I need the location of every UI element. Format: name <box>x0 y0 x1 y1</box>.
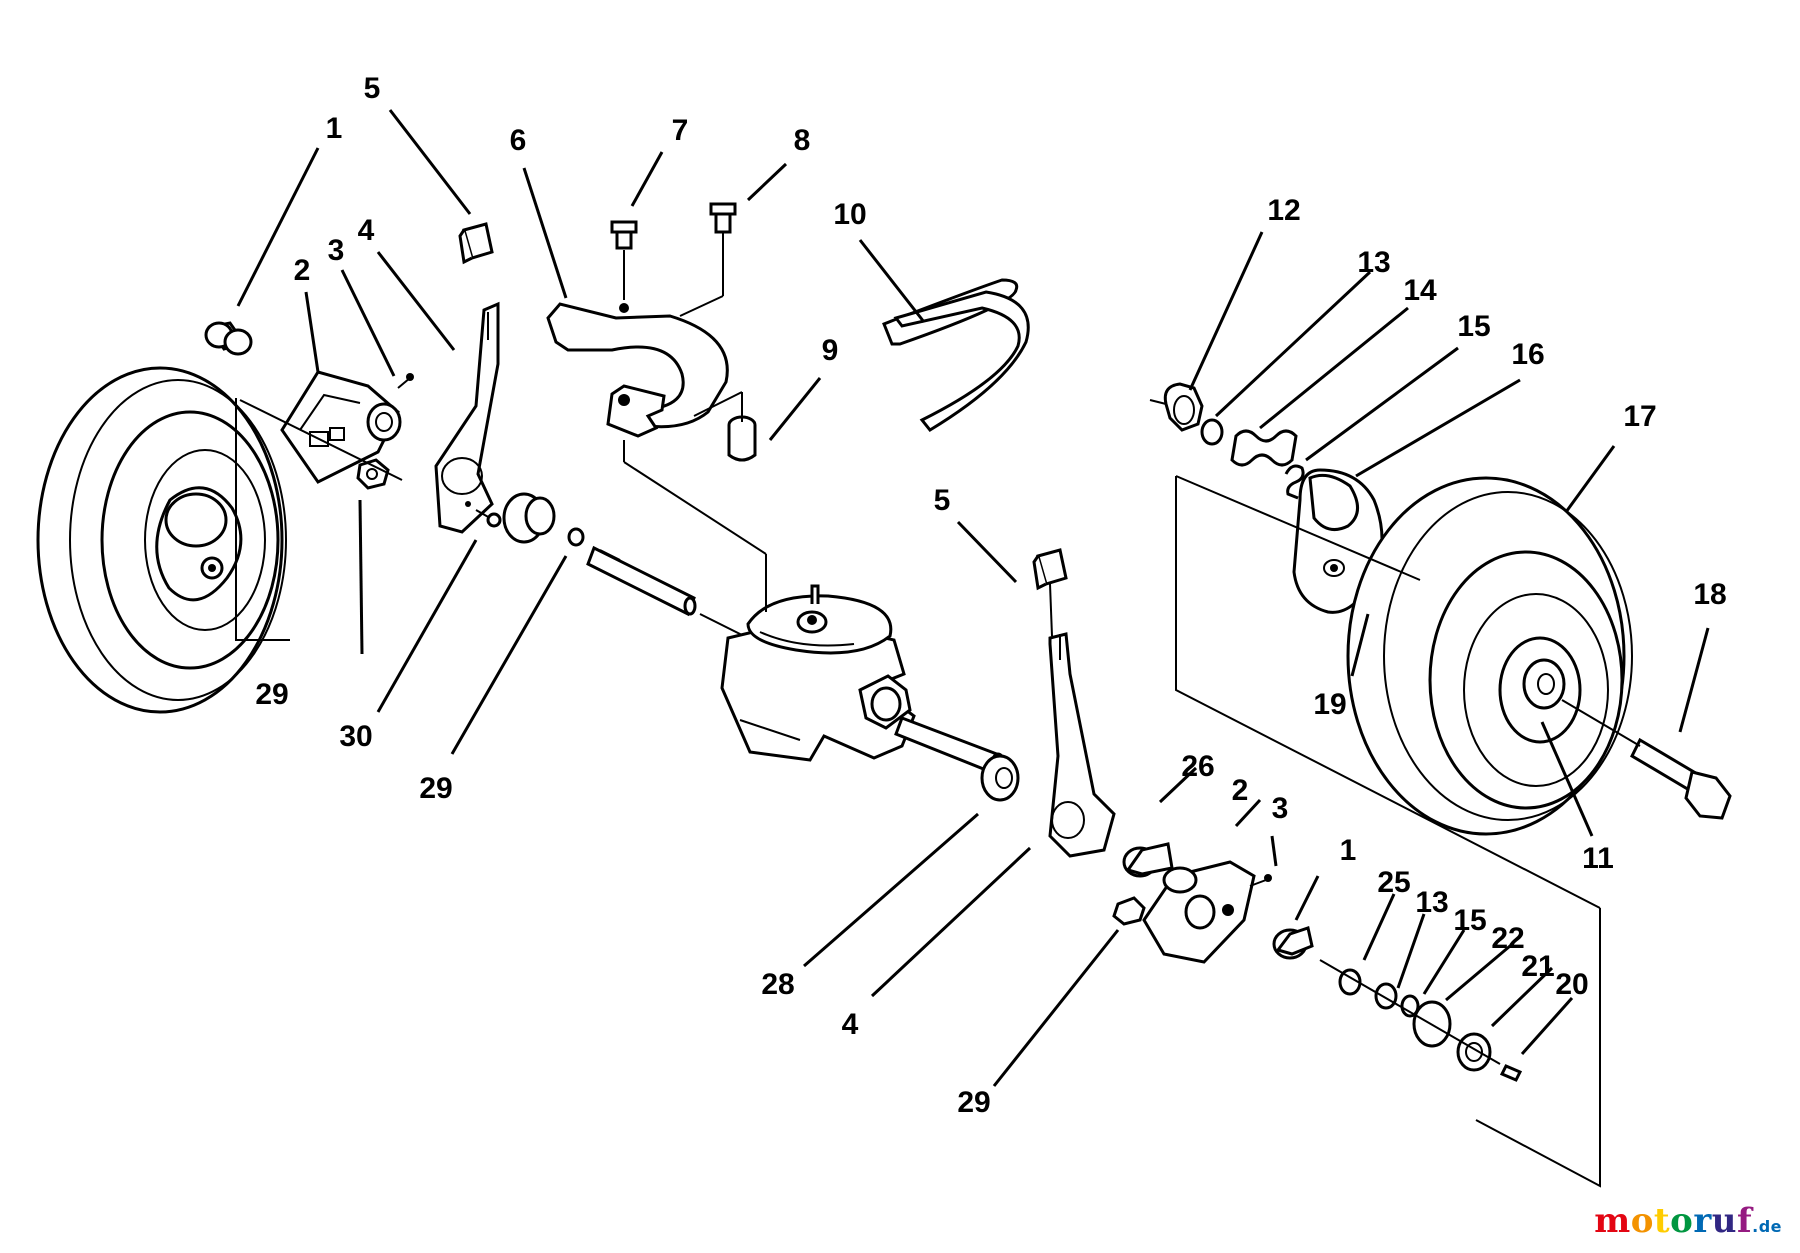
cover-screw-7 <box>610 220 638 300</box>
left-spacer <box>502 492 585 547</box>
callout-12: 12 <box>1267 194 1300 227</box>
callout-8: 8 <box>794 124 811 157</box>
left-handle-cap <box>458 222 494 265</box>
callout-28: 28 <box>761 968 794 1001</box>
left-bracket-screw <box>397 373 414 389</box>
right-bushing-1 <box>1272 926 1314 960</box>
right-height-arm <box>1048 632 1116 858</box>
transmission-gearbox <box>623 440 1006 776</box>
drive-belt <box>882 278 1030 432</box>
callout-11: 11 <box>1582 842 1614 875</box>
leader-lines <box>236 109 1710 1087</box>
callout-16: 16 <box>1511 338 1544 371</box>
watermark-text: motoruf <box>1594 1201 1752 1241</box>
right-hub-small-parts <box>1319 959 1523 1082</box>
watermark-suffix: .de <box>1752 1217 1782 1236</box>
callout-2-left: 2 <box>294 254 311 287</box>
right-bushing-26 <box>1122 842 1174 878</box>
pinion-washer <box>1200 418 1224 446</box>
callout-15-bottom: 15 <box>1453 904 1486 937</box>
drive-cover-plate <box>546 302 729 438</box>
callout-19: 19 <box>1313 688 1346 721</box>
watermark-letter: o <box>1670 1201 1694 1241</box>
right-handle-cap <box>1032 548 1068 637</box>
watermark-letter: m <box>1594 1201 1631 1241</box>
callout-26: 26 <box>1181 750 1214 783</box>
right-adjuster-bracket <box>1142 860 1256 964</box>
callout-30: 30 <box>339 720 372 753</box>
callout-4-left: 4 <box>358 214 375 247</box>
watermark-letter: o <box>1630 1201 1654 1241</box>
left-bushing <box>204 321 253 356</box>
callout-13-top: 13 <box>1357 246 1390 279</box>
left-nut <box>356 458 390 490</box>
watermark-letter: t <box>1653 1201 1671 1241</box>
callout-6: 6 <box>510 124 527 157</box>
callout-20: 20 <box>1555 968 1588 1001</box>
callout-7: 7 <box>672 114 689 147</box>
watermark-letter: u <box>1711 1201 1737 1241</box>
right-bracket-screw <box>1249 874 1272 887</box>
callout-1-right: 1 <box>1340 834 1357 867</box>
cover-screw-8 <box>679 202 737 317</box>
callout-14: 14 <box>1403 274 1437 307</box>
callout-15-top: 15 <box>1457 310 1490 343</box>
callout-3-left: 3 <box>328 234 345 267</box>
wheel-gear-cover <box>1292 468 1384 614</box>
left-height-arm <box>434 301 500 534</box>
callout-9: 9 <box>822 334 839 367</box>
callout-5-left: 5 <box>364 72 381 105</box>
left-arm-screw <box>475 509 502 528</box>
retaining-clip <box>1284 464 1305 500</box>
left-axle-shaft <box>586 545 749 639</box>
motoruf-watermark: motoruf.de <box>1594 1201 1782 1241</box>
callout-17: 17 <box>1623 400 1656 433</box>
watermark-letter: f <box>1736 1201 1753 1241</box>
callout-18: 18 <box>1693 578 1726 611</box>
callout-29: 29 <box>419 772 452 805</box>
watermark-letter: r <box>1693 1201 1712 1241</box>
callout-4-right: 4 <box>842 1008 859 1041</box>
callout-2-right: 2 <box>1232 774 1249 807</box>
callout-1-left: 1 <box>326 112 343 145</box>
right-washer <box>980 754 1020 802</box>
callout-labels: 5 1 2 3 4 6 7 8 10 9 12 13 14 15 16 17 1… <box>255 72 1726 1119</box>
left-wheel <box>36 366 287 714</box>
right-nut <box>1112 896 1146 926</box>
callout-27-right: 29 <box>957 1086 990 1119</box>
wheel-bolt <box>1561 699 1732 820</box>
callout-27-left: 29 <box>255 678 288 711</box>
drive-pinion-gear <box>1149 382 1204 432</box>
callout-25: 25 <box>1377 866 1410 899</box>
callout-21: 21 <box>1521 950 1554 983</box>
pinion-spring <box>1230 429 1298 467</box>
gear-bushing <box>693 391 757 462</box>
assembly-guide-lines <box>235 398 1601 1188</box>
callout-10: 10 <box>833 198 866 231</box>
callout-5-right: 5 <box>934 484 951 517</box>
right-wheel <box>1346 476 1633 836</box>
callout-13-bottom: 13 <box>1415 886 1448 919</box>
callout-22: 22 <box>1491 922 1524 955</box>
callout-3-right: 3 <box>1272 792 1289 825</box>
